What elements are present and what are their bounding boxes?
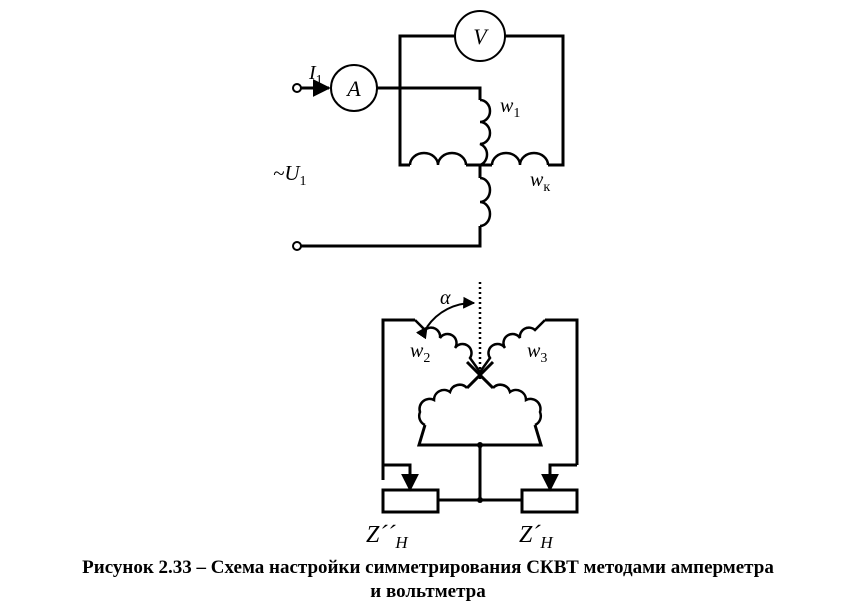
voltmeter-label: V (473, 24, 489, 49)
load-left (381, 488, 440, 514)
coil-comp-right (492, 383, 542, 427)
figure-caption: Рисунок 2.33 – Схема настройки симметрир… (0, 556, 856, 604)
label-w2: w2 (410, 340, 430, 366)
angle-arc (415, 296, 476, 340)
input-terminal-top (292, 83, 302, 93)
ammeter-label: A (345, 76, 361, 101)
label-z-right: Z´H (519, 522, 554, 552)
coil-w2 (414, 319, 482, 373)
input-terminal-bottom (292, 241, 302, 251)
wire-voltmeter-right (505, 34, 565, 167)
current-label: I1 (308, 62, 323, 88)
alpha-label: α (440, 287, 451, 309)
caption-line-2: и вольтметра (370, 581, 486, 602)
node-top (477, 442, 483, 448)
voltage-label: ~U1 (273, 161, 307, 189)
caption-line-1: Рисунок 2.33 – Схема настройки симметрир… (82, 557, 774, 578)
label-wk: wк (530, 169, 550, 195)
coil-w3 (478, 319, 546, 373)
label-z-left: Z´´H (366, 522, 409, 552)
load-right (520, 488, 579, 514)
wire-ammeter-to-w1 (377, 86, 482, 100)
label-w1: w1 (500, 95, 520, 121)
coil-wk (490, 151, 550, 166)
load-right-arrow (541, 463, 577, 492)
label-w3: w3 (527, 340, 547, 366)
cross-line-b (465, 360, 495, 390)
wire-w3-outer (545, 318, 579, 465)
wire-inner-left (398, 88, 410, 167)
load-left-arrow (383, 463, 419, 492)
coil-left-horizontal (408, 151, 468, 166)
wire-return (301, 226, 482, 248)
coil-lower (479, 176, 492, 228)
wire-voltmeter-left (398, 34, 455, 88)
coil-w1 (479, 98, 492, 167)
coil-comp-left (418, 383, 468, 427)
wire-w2-outer (381, 318, 415, 480)
